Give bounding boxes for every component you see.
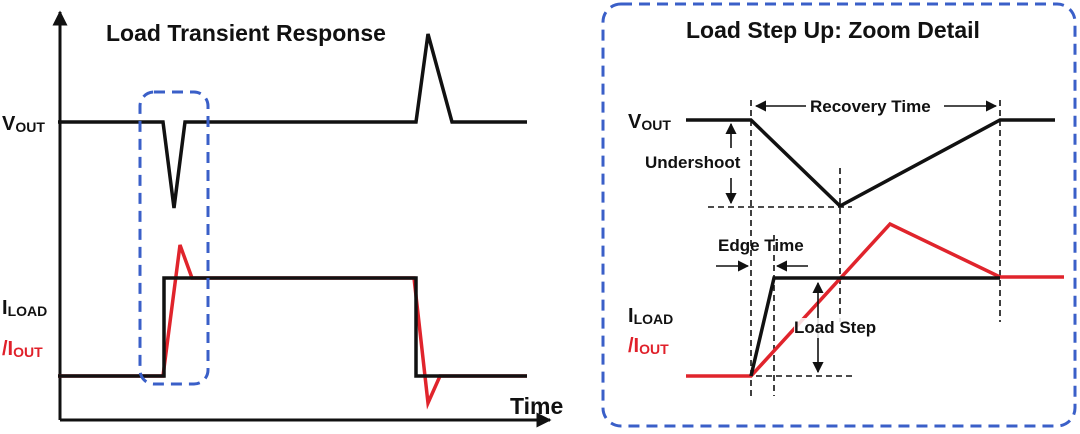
left-iload-label: ILOAD: [2, 297, 47, 319]
right-iout-label: /IOUT: [628, 335, 669, 357]
right-vout-label: VOUT: [628, 111, 671, 133]
right-iload-trace: [749, 276, 1000, 377]
load-step-label: Load Step: [794, 318, 876, 337]
x-axis-label: Time: [510, 393, 563, 419]
left-vout-trace: [58, 33, 527, 209]
edge-time-label: Edge Time: [718, 236, 804, 255]
left-iout-trace: [58, 244, 527, 410]
left-title: Load Transient Response: [106, 20, 386, 46]
left-vout-label: VOUT: [2, 113, 45, 135]
recovery-time-label: Recovery Time: [810, 97, 931, 116]
undershoot-label: Undershoot: [645, 153, 741, 172]
right-iout-trace: [686, 221, 1064, 378]
zoom-highlight-box: [138, 90, 210, 386]
left-iload-trace: [58, 276, 527, 378]
left-panel: Load Transient Response VOUT ILOAD /IOUT…: [2, 10, 563, 428]
left-iout-label: /IOUT: [2, 338, 43, 360]
right-iload-label: ILOAD: [628, 305, 673, 327]
right-title: Load Step Up: Zoom Detail: [686, 17, 980, 43]
right-panel: Load Step Up: Zoom Detail VOUT ILOAD /IO…: [601, 2, 1077, 428]
right-vout-trace: [686, 118, 1055, 209]
zoom-detail-frame: [601, 2, 1077, 428]
